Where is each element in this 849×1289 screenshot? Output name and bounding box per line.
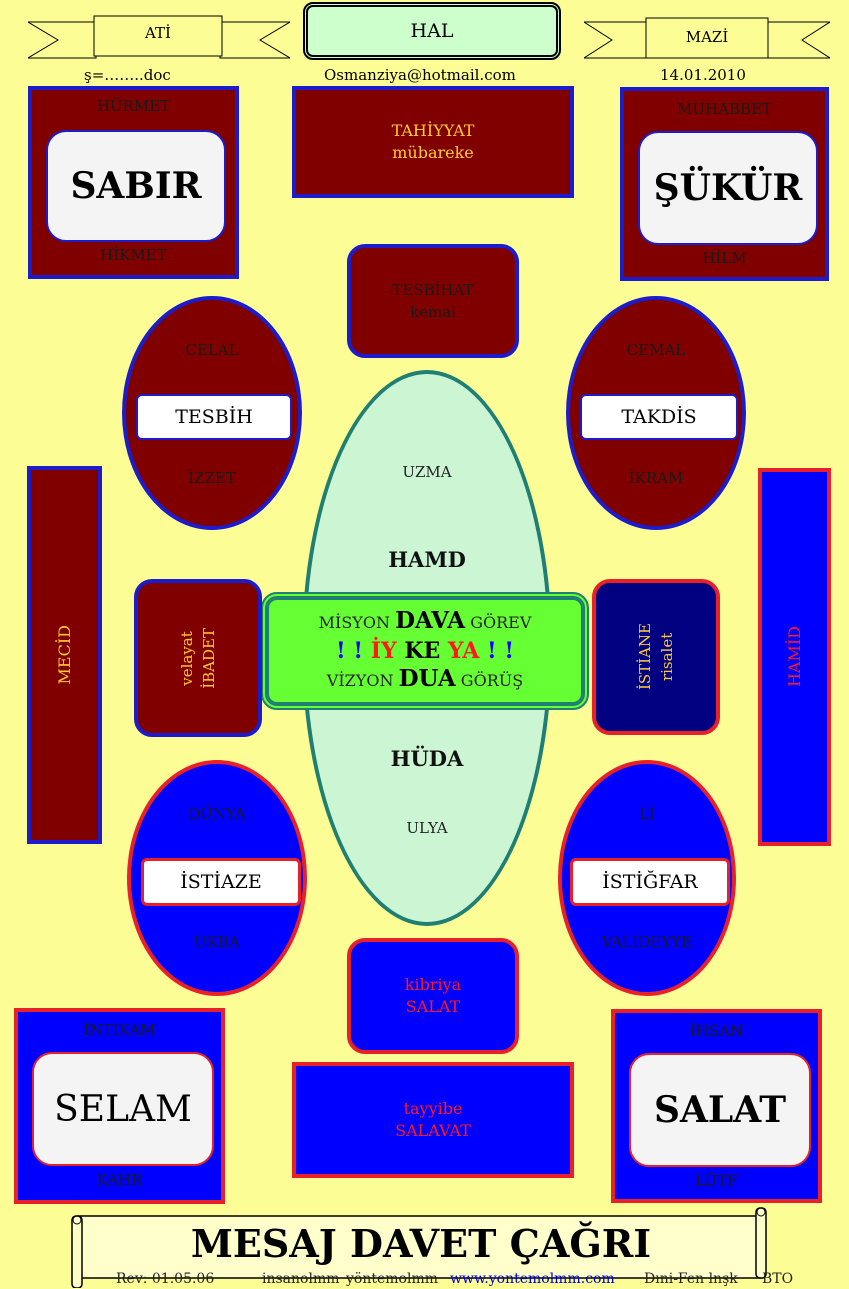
istigfar-label: İSTİĞFAR — [570, 858, 730, 906]
sukur-panel: MUHABBET ŞÜKÜR HİLM — [620, 87, 829, 281]
istiane-box: İSTİANE risalet — [592, 579, 720, 735]
salat-small-label: SALAT — [405, 997, 461, 1016]
huda-label: HÜDA — [390, 746, 464, 771]
hamid-label: HAMİD — [785, 626, 804, 688]
ati-label: ATİ — [145, 24, 171, 42]
salat-label: SALAT — [629, 1053, 811, 1167]
email: Osmanziya@hotmail.com — [324, 66, 516, 84]
selam-panel: İNTİKAM SELAM KAHR — [14, 1008, 225, 1204]
lutf-label: LÜTF — [695, 1172, 738, 1190]
celal-label: CELAL — [185, 341, 239, 359]
url-link[interactable]: www.yontemolmm.com — [450, 1271, 615, 1287]
mazi-ribbon — [584, 17, 830, 59]
insan-label: insanolmm — [262, 1271, 340, 1287]
mubareke-label: mübareke — [392, 143, 474, 162]
sukur-label: ŞÜKÜR — [638, 131, 818, 245]
vizyon-row: VİZYON DUA GÖRÜŞ — [327, 666, 523, 694]
rev-label: Rev: 01.05.06 — [116, 1271, 215, 1287]
salavat-box: tayyibe SALAVAT — [292, 1062, 574, 1178]
file-name: ş=……..doc — [84, 66, 171, 84]
hamid-bar: HAMİD — [758, 468, 831, 846]
dini-label: Dıni-Fen lnşk — [644, 1271, 738, 1287]
dunya-label: DÜNYA — [188, 805, 246, 823]
excl-1: ! — [336, 638, 346, 664]
takdis-oval: CEMAL TAKDİS İKRAM — [566, 296, 746, 530]
tahiyyat-box: TAHİYYAT mübareke — [292, 86, 574, 198]
ibadet-text: velayat İBADET — [176, 628, 220, 689]
dava-inner: MİSYON DAVA GÖREV ! ! İY KE YA ! ! VİZYO… — [267, 598, 583, 704]
excl-4: ! — [504, 638, 514, 664]
istiane-text: İSTİANE risalet — [634, 623, 678, 690]
gorus-label: GÖRÜŞ — [460, 671, 524, 690]
hilm-label: HİLM — [702, 249, 747, 267]
hal-box: HAL — [303, 2, 561, 60]
intikam-label: İNTİKAM — [83, 1021, 156, 1039]
risalet-label: risalet — [658, 632, 676, 682]
ukba-label: UKBA — [194, 933, 240, 951]
ibadet-box: velayat İBADET — [134, 579, 262, 737]
footer-title: MESAJ DAVET ÇAĞRI — [190, 1220, 652, 1266]
salavat-label: SALAVAT — [395, 1121, 471, 1140]
misyon-label: MİSYON — [318, 613, 390, 632]
istiane-label: İSTİANE — [636, 623, 654, 691]
scroll-banner — [71, 1207, 767, 1288]
mazi-label: MAZİ — [685, 28, 729, 46]
excl-3: ! — [486, 638, 497, 664]
uzma-label: UZMA — [402, 463, 452, 481]
ihsan-label: İHSAN — [689, 1022, 744, 1040]
ke-label: KE — [404, 638, 441, 664]
li-label: Lİ — [639, 805, 655, 823]
istigfar-oval: Lİ İSTİĞFAR VALİDEYYE — [558, 760, 736, 996]
excl-2: ! — [353, 638, 364, 664]
ikram-label: İKRAM — [628, 469, 684, 487]
tesbihat-box: TESBİHAT kemal — [347, 244, 519, 358]
vizyon-label: VİZYON — [326, 671, 394, 690]
sabir-panel: HÜRMET SABIR HİKMET — [28, 86, 239, 279]
date: 14.01.2010 — [660, 66, 746, 84]
misyon-row: MİSYON DAVA GÖREV — [319, 608, 532, 636]
cemal-label: CEMAL — [626, 341, 686, 359]
kibriya-box: kibriya SALAT — [347, 938, 519, 1054]
sabir-label: SABIR — [46, 130, 226, 242]
hal-label: HAL — [410, 20, 454, 42]
hikmet-label: HİKMET — [100, 246, 167, 264]
mecid-bar: MECİD — [27, 466, 102, 844]
tayyibe-label: tayyibe — [403, 1099, 463, 1118]
ulya-label: ULYA — [406, 819, 448, 837]
gorev-label: GÖREV — [470, 613, 532, 632]
ibadet-label: İBADET — [200, 627, 218, 689]
iy-label: İY — [370, 638, 397, 664]
salat-panel: İHSAN SALAT LÜTF — [611, 1009, 822, 1203]
dava-box: MİSYON DAVA GÖREV ! ! İY KE YA ! ! VİZYO… — [261, 592, 589, 710]
velayat-label: velayat — [178, 630, 196, 686]
valideyye-label: VALİDEYYE — [601, 933, 693, 951]
iykeya-row: ! ! İY KE YA ! ! — [336, 636, 514, 666]
ati-ribbon — [28, 15, 290, 59]
istiaze-label: İSTİAZE — [141, 858, 301, 906]
mecid-label: MECİD — [55, 625, 74, 685]
hamd-label: HAMD — [388, 547, 466, 572]
izzet-label: İZZET — [188, 469, 236, 487]
yontem-label: yöntemolmm — [346, 1271, 438, 1287]
kibriya-label: kibriya — [404, 975, 462, 994]
selam-label: SELAM — [32, 1052, 214, 1166]
footer-line: Rev: 01.05.06 insanolmm yöntemolmm www.y… — [0, 1270, 849, 1289]
tahiyyat-label: TAHİYYAT — [391, 121, 475, 140]
hurmet-label: HÜRMET — [96, 97, 171, 115]
istiaze-oval: DÜNYA İSTİAZE UKBA — [127, 760, 307, 996]
dua-label: DUA — [398, 665, 456, 692]
kahr-label: KAHR — [96, 1171, 143, 1189]
bto-label: BTO — [762, 1271, 794, 1287]
kemal-label: kemal — [410, 303, 456, 321]
tesbih-oval: CELAL TESBİH İZZET — [122, 296, 302, 530]
tesbihat-label: TESBİHAT — [392, 281, 474, 299]
ya-label: YA — [447, 638, 480, 664]
tesbih-label: TESBİH — [136, 394, 292, 440]
muhabbet-label: MUHABBET — [677, 100, 772, 118]
takdis-label: TAKDİS — [580, 394, 738, 440]
dava-label: DAVA — [395, 607, 466, 634]
